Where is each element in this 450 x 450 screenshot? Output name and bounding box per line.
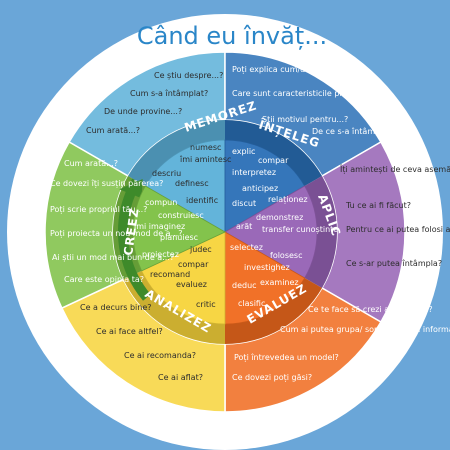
question: Ce ai face altfel? — [96, 327, 163, 336]
inner-sector-aplic — [224, 185, 318, 279]
diagram-title: Când eu învăț... — [137, 22, 327, 50]
ring-sector-evaluez — [225, 278, 322, 344]
verb: investighez — [244, 263, 290, 272]
question: Poți întrevedea un model? — [234, 353, 339, 363]
inner-sector-analizez — [141, 231, 226, 325]
question: Poți scrie propriul tău...? — [50, 205, 147, 215]
question: Ai știi un mod mai bun de a...? — [52, 253, 174, 263]
verb: numesc — [190, 143, 221, 152]
inner-sector-memorez — [144, 139, 226, 233]
verb: critic — [196, 300, 216, 309]
verb: descriu — [152, 169, 181, 178]
question: Ce te face să crezi acest lucru? — [308, 305, 433, 314]
arrow-icon — [118, 178, 151, 301]
question: Ce dovezi poți găsi? — [232, 373, 312, 383]
verb: demonstrez — [256, 213, 303, 222]
category-label-creez: CREEZ — [121, 207, 142, 257]
question: Tu ce ai fi făcut? — [345, 201, 411, 210]
question: Pentru ce ai putea folosi acest lucru? — [346, 225, 450, 234]
verb: recomand — [150, 270, 190, 279]
wheel-labels: Ce știu despre...? Cum s-a întâmplat? De… — [50, 65, 450, 383]
verb: îmi imaginez — [133, 222, 185, 231]
verb: clasific — [238, 299, 265, 308]
question: Știi motivul pentru...? — [262, 115, 348, 125]
ring-sector-analizez — [123, 270, 225, 344]
question: Poți explica cum/de ce...? — [232, 65, 334, 75]
verb: identific — [186, 196, 218, 205]
verb: relaționez — [268, 195, 308, 205]
verb: compar — [178, 260, 209, 269]
question: Îți amintești de ceva asemănător? — [339, 163, 450, 175]
question: Ce știu despre...? — [154, 71, 223, 81]
question: Cum s-a întâmplat? — [130, 89, 208, 98]
verb: compun — [145, 198, 177, 207]
verb: folosesc — [270, 251, 302, 260]
question: Ce a decurs bine? — [80, 303, 152, 312]
ring-sector-memorez — [128, 120, 225, 186]
question: Cum ai putea grupa/ sorta/clasifica info… — [280, 325, 450, 335]
inner-sector-evaluez — [224, 231, 306, 325]
verb: evaluez — [176, 280, 207, 289]
question: Care sunt caracteristicile principale...… — [232, 89, 386, 98]
verb: anticipez — [242, 184, 278, 193]
verb: construiesc — [158, 211, 204, 220]
ring-sector-inteleg — [225, 120, 322, 186]
verb: discut — [232, 199, 256, 208]
verb: transfer cunoștințe — [262, 225, 338, 235]
question: Ce ai aflat? — [158, 373, 203, 382]
question: Poți proiecta un nou mod de a...? — [50, 229, 182, 239]
question: Cum arată...? — [64, 159, 118, 168]
verb: selectez — [230, 243, 263, 252]
category-ring — [113, 120, 337, 344]
question: De ce s-a întâmplat asta? — [312, 127, 414, 136]
verb: proiectez — [142, 250, 179, 259]
verb: deduc — [232, 281, 257, 290]
question: Cum arată...? — [86, 126, 140, 135]
question: Ce s-ar putea întâmpla? — [346, 259, 442, 268]
verb: compar — [258, 156, 289, 165]
question: De unde provine...? — [104, 107, 182, 116]
verb: explic — [232, 147, 255, 156]
question: Ce dovezi îți susțin părerea? — [50, 179, 163, 189]
verb: examinez — [260, 278, 299, 287]
verb: definesc — [175, 179, 209, 188]
question: Care este opinia ta? — [64, 275, 144, 284]
verb: interpretez — [232, 168, 276, 177]
question: Ce ai recomanda? — [124, 351, 196, 360]
verb: planuiesc — [160, 233, 198, 242]
arrow-head-icon — [119, 179, 143, 199]
inner-sector-inteleg — [224, 139, 306, 233]
verb: îmi amintesc — [179, 155, 231, 164]
verb: arăt — [236, 222, 252, 231]
inner-sector-creez — [132, 185, 226, 272]
verb: judec — [189, 245, 212, 254]
inner-sectors — [132, 139, 318, 325]
